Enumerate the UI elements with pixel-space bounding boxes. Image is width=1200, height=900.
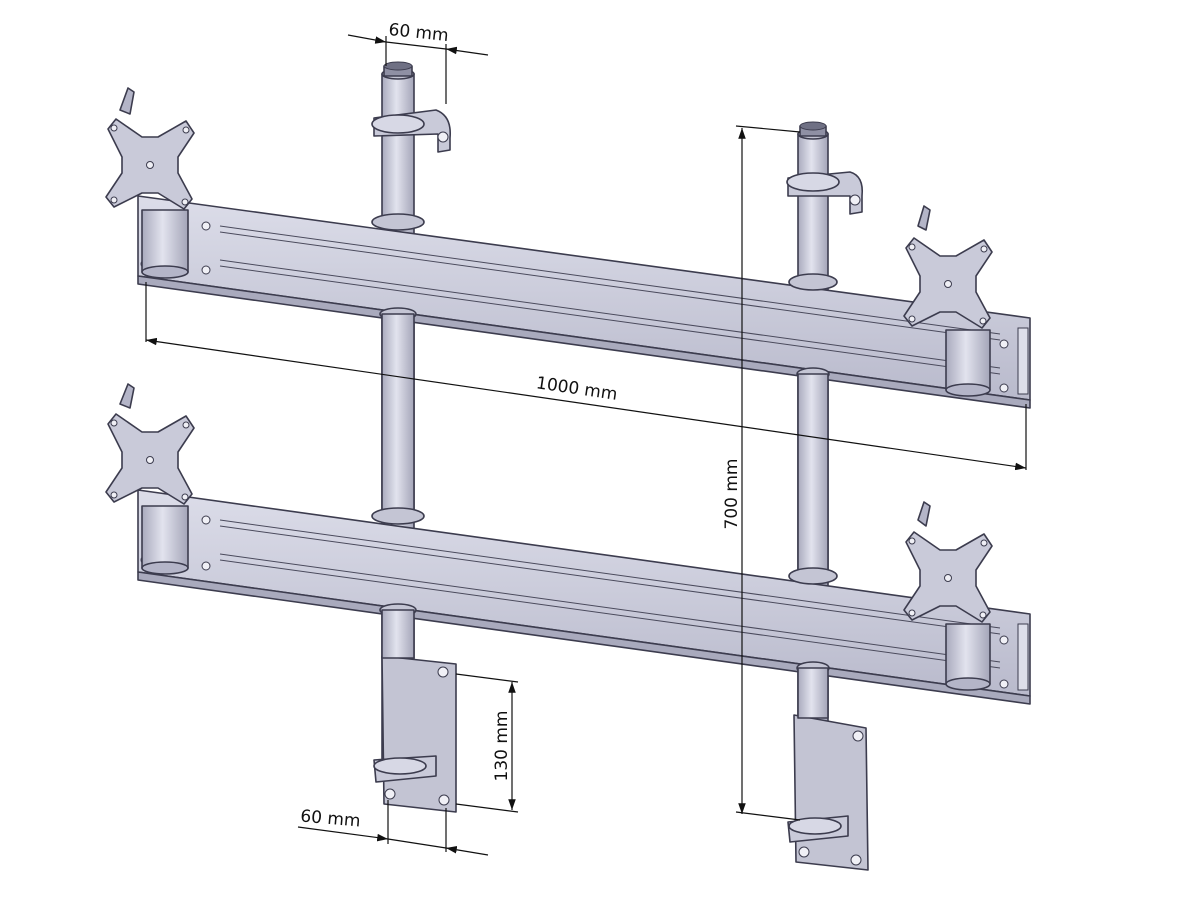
monitor-holder-bottom-left	[105, 383, 195, 575]
dimension-label-top-60mm: 60 mm	[388, 20, 450, 46]
top-rail	[137, 195, 1031, 409]
dimension-wall-plate-width: 60 mm	[297, 800, 489, 856]
dimension-label-bottom-60mm: 60 mm	[300, 806, 362, 831]
monitor-holder-bottom-right	[903, 501, 993, 691]
monitor-holder-top-left	[105, 87, 195, 279]
dimension-label-700mm: 700 mm	[722, 459, 742, 530]
dimension-label-130mm: 130 mm	[492, 711, 512, 782]
left-wall-plate	[373, 655, 457, 813]
right-top-clamp	[786, 171, 864, 215]
right-wall-plate	[787, 714, 869, 871]
dimension-wall-plate-height: 130 mm	[455, 673, 519, 813]
bottom-rail	[137, 489, 1031, 705]
dimension-label-1000mm: 1000 mm	[535, 373, 619, 405]
dimension-total-height: 700 mm	[722, 125, 801, 821]
dimension-top-clamp-width: 60 mm	[347, 20, 489, 104]
left-top-clamp	[371, 109, 452, 153]
